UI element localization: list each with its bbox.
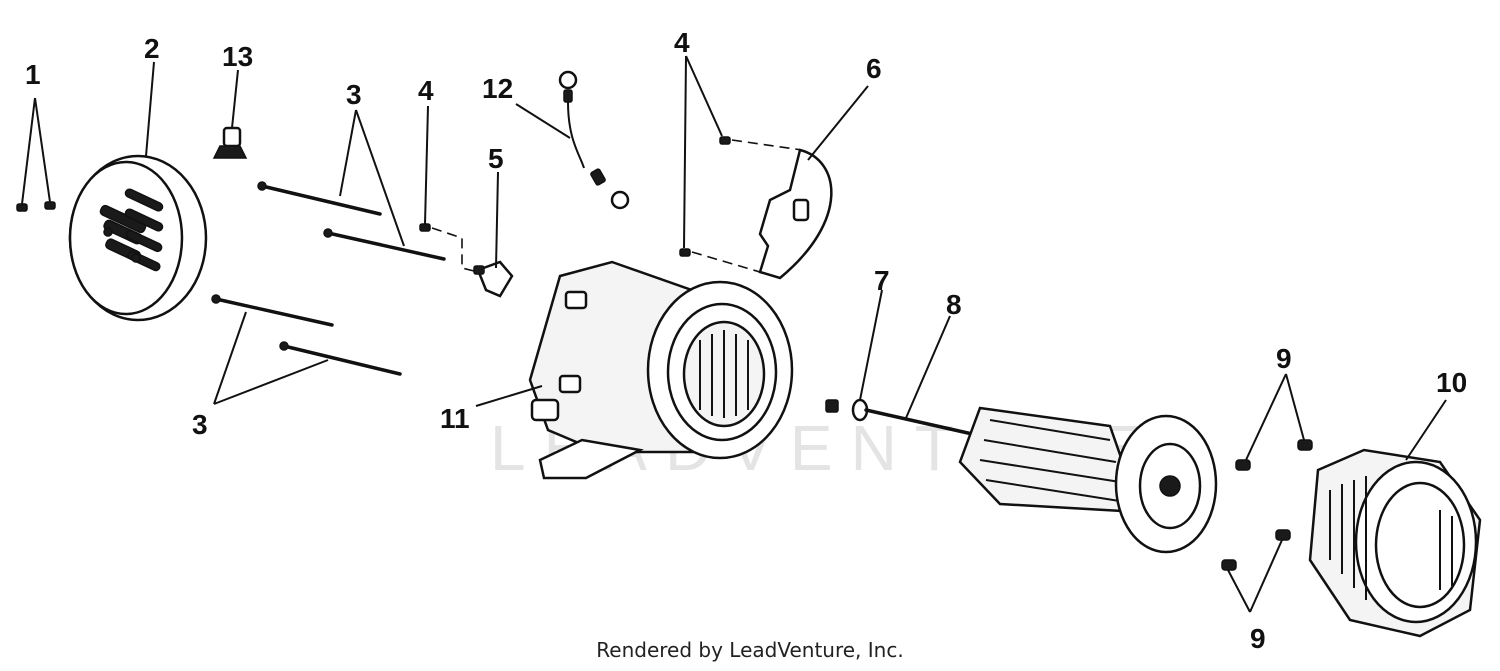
callout-9-bottom: 9 <box>1250 623 1266 654</box>
callout-8: 8 <box>946 289 962 320</box>
leader-lines <box>21 55 1447 613</box>
callout-6: 6 <box>866 53 882 84</box>
part-9-bolts <box>1221 439 1313 571</box>
callout-3-top: 3 <box>346 79 362 110</box>
credit-text: Rendered by LeadVenture, Inc. <box>596 638 904 662</box>
callouts: 1 2 13 3 4 12 5 4 6 7 8 11 3 9 10 9 <box>25 27 1467 654</box>
callout-7: 7 <box>874 265 890 296</box>
callout-4-left: 4 <box>418 75 434 106</box>
callout-10: 10 <box>1436 367 1467 398</box>
callout-1: 1 <box>25 59 41 90</box>
part-2-end-cover <box>68 154 208 322</box>
callout-9-top: 9 <box>1276 343 1292 374</box>
part-4-screw-left <box>419 223 479 273</box>
part-5-connector <box>473 260 514 298</box>
rotor <box>958 406 1218 554</box>
callout-12: 12 <box>482 73 513 104</box>
callout-5: 5 <box>488 143 504 174</box>
callout-11: 11 <box>440 403 470 434</box>
callout-13: 13 <box>222 41 253 72</box>
part-13-grommet <box>212 126 248 159</box>
part-3-through-bolts <box>211 181 446 376</box>
callout-4-right: 4 <box>674 27 690 58</box>
part-11-stator-housing <box>528 260 794 480</box>
part-10-rear-housing <box>1308 448 1482 638</box>
part-6-brush-cover <box>758 148 833 280</box>
part-4-screws-right <box>679 136 803 273</box>
part-12-ground-wire <box>558 70 630 210</box>
callout-2: 2 <box>144 33 160 64</box>
callout-3-bottom: 3 <box>192 409 208 440</box>
